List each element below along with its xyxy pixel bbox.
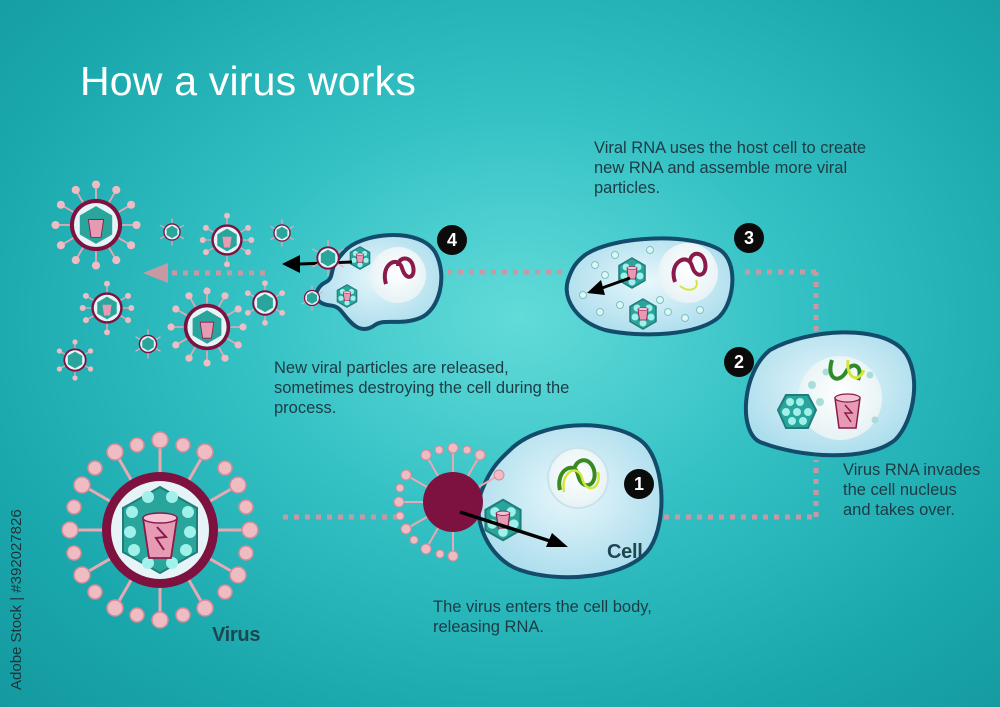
virus-label: Virus — [212, 624, 261, 646]
release-arrow-dotted — [143, 263, 265, 283]
step-badge-3: 3 — [734, 223, 764, 253]
virus-entering-cell — [393, 442, 568, 562]
host-cell-step-2 — [743, 330, 917, 458]
cell-label: Cell — [607, 541, 643, 563]
host-cell-step-3 — [564, 236, 735, 337]
step-1-caption: The virus enters the cell body, releasin… — [433, 598, 652, 636]
released-virus-particles — [51, 180, 344, 381]
host-cell-step-4 — [282, 233, 444, 331]
page-title: How a virus works — [80, 58, 417, 104]
step-badge-4: 4 — [437, 225, 467, 255]
step-2-caption: Virus RNA invades the cell nucleus and t… — [843, 461, 981, 519]
step-4-caption: New viral particles are released, someti… — [274, 359, 570, 417]
stock-image-id: Adobe Stock | #392027826 — [8, 509, 25, 690]
step-badge-2: 2 — [724, 347, 754, 377]
step-3-caption: Viral RNA uses the host cell to create n… — [594, 139, 867, 197]
host-cell-step-1 — [476, 423, 664, 580]
step-badge-1: 1 — [624, 469, 654, 499]
dotted-path — [283, 269, 819, 520]
virus-illustration — [61, 431, 259, 629]
